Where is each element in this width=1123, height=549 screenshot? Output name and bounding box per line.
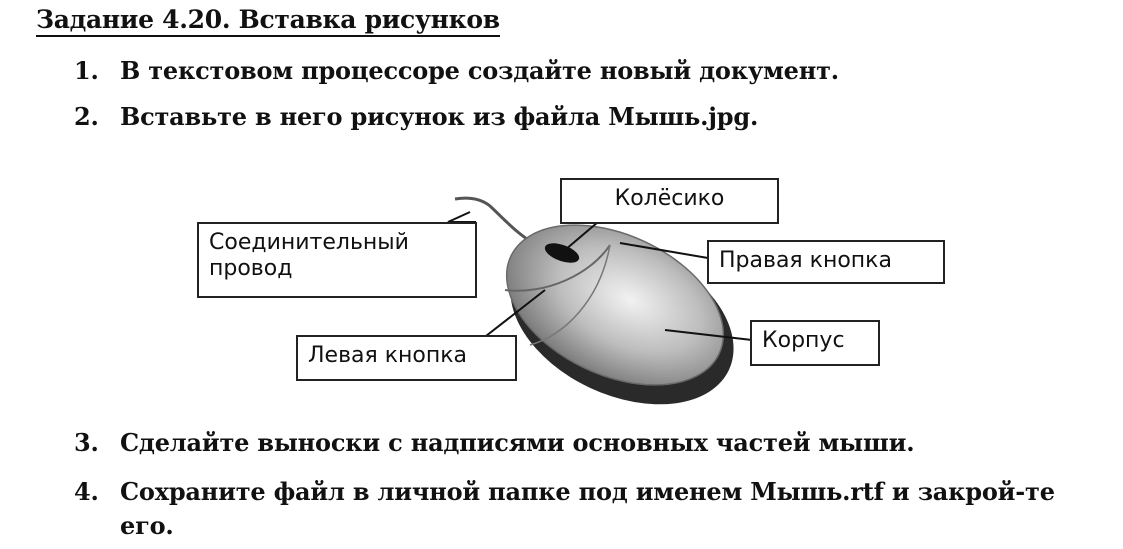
step-1: 1.В текстовом процессоре создайте новый …	[74, 54, 839, 88]
step-3: 3.Сделайте выноски с надписями основных …	[74, 426, 914, 460]
step-number: 3.	[74, 426, 120, 460]
leader-wheel	[565, 222, 598, 250]
leader-cable	[448, 212, 476, 222]
step-text: Сделайте выноски с надписями основных ча…	[120, 426, 914, 460]
step-number: 4.	[74, 475, 120, 509]
mouse-wheel	[542, 239, 581, 266]
callout-cable: Соединительный провод	[197, 222, 477, 298]
button-divider-2	[530, 245, 610, 345]
callout-body: Корпус	[750, 320, 880, 366]
mouse-shadow	[483, 202, 760, 438]
step-number: 1.	[74, 54, 120, 88]
step-text: В текстовом процессоре создайте новый до…	[120, 54, 839, 88]
task-title: Задание 4.20. Вставка рисунков	[36, 6, 500, 37]
leader-body	[665, 330, 752, 340]
step-number: 2.	[74, 100, 120, 134]
step-text: Вставьте в него рисунок из файла Мышь.jp…	[120, 100, 758, 134]
button-divider	[505, 245, 610, 291]
step-4: 4.Сохраните файл в личной папке под имен…	[74, 475, 1100, 543]
callout-wheel: Колёсико	[560, 178, 779, 224]
mouse-body	[481, 193, 749, 417]
callout-left-button: Левая кнопка	[296, 335, 517, 381]
leader-right	[620, 243, 708, 258]
step-2: 2.Вставьте в него рисунок из файла Мышь.…	[74, 100, 758, 134]
leader-left	[486, 290, 545, 336]
step-text: Сохраните файл в личной папке под именем…	[120, 475, 1100, 543]
callout-right-button: Правая кнопка	[707, 240, 945, 284]
